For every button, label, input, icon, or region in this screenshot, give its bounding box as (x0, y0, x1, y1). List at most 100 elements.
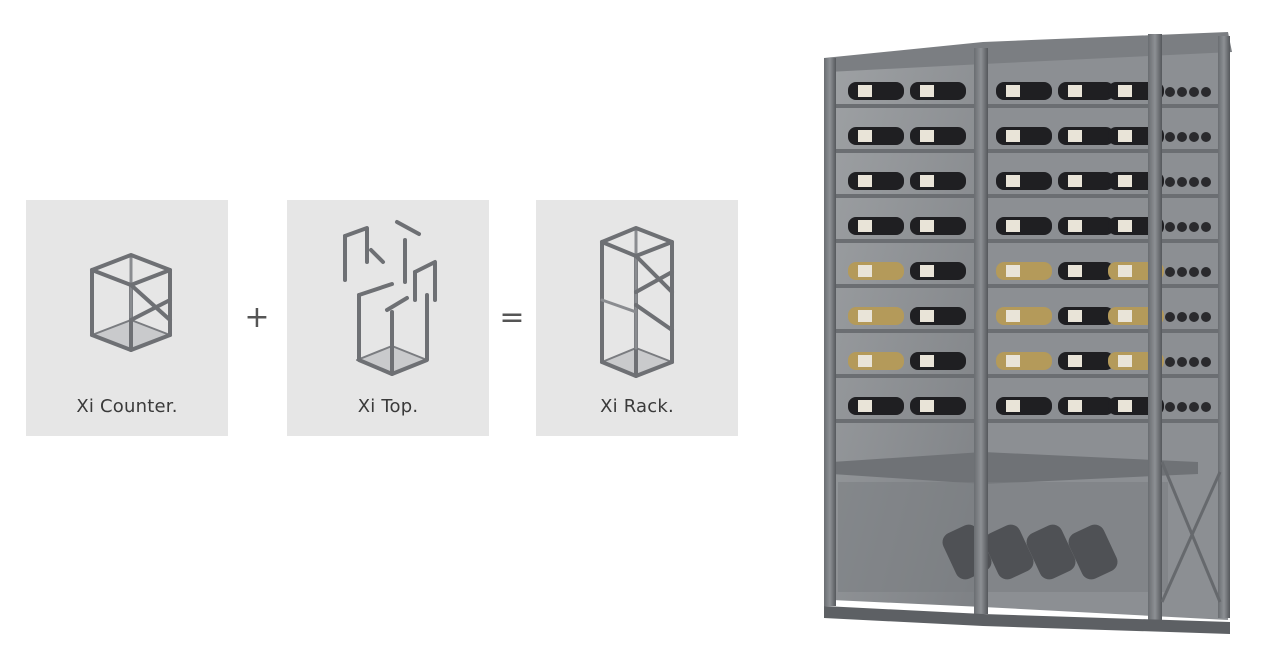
frame-post-middle (974, 48, 988, 614)
bottle-end (1201, 87, 1211, 97)
bottle-end (1177, 177, 1187, 187)
wine-bottle (996, 82, 1052, 100)
wine-bottle (848, 397, 904, 415)
xi-counter-label: Xi Counter. (76, 396, 178, 417)
bottle-label (858, 130, 872, 142)
frame-post-left (824, 58, 836, 606)
bottle-label (1068, 175, 1082, 187)
wine-bottle (1058, 172, 1114, 190)
xi-top-label: Xi Top. (357, 396, 419, 417)
bottle-end (1177, 132, 1187, 142)
bottle-end (1177, 222, 1187, 232)
wine-bottle (1058, 307, 1114, 325)
bottle-label (920, 355, 934, 367)
bottle-end (1177, 402, 1187, 412)
bottle-label (920, 265, 934, 277)
bottle-end (1177, 87, 1187, 97)
bottle-label (1068, 265, 1082, 277)
wine-bottle (1058, 127, 1114, 145)
wine-bottle (910, 262, 966, 280)
bottle-label (1006, 265, 1020, 277)
wine-bottle (910, 172, 966, 190)
wine-bottle (910, 127, 966, 145)
bottle-end (1201, 312, 1211, 322)
bottle-end (1189, 87, 1199, 97)
bottle-end (1201, 267, 1211, 277)
shelf-bar (836, 104, 1221, 108)
bottle-label (1068, 85, 1082, 97)
bottle-label (1118, 400, 1132, 412)
bottle-label (1006, 400, 1020, 412)
wine-bottle (996, 217, 1052, 235)
shelf-bar (836, 149, 1221, 153)
bottle-end (1189, 132, 1199, 142)
wine-bottle (848, 217, 904, 235)
bottle-end (1189, 402, 1199, 412)
bottle-label (1118, 355, 1132, 367)
bottle-label (1118, 130, 1132, 142)
shelf-bar (836, 239, 1221, 243)
wine-bottle (848, 82, 904, 100)
bottle-end (1177, 267, 1187, 277)
bottle-end (1201, 402, 1211, 412)
bottle-label (1118, 220, 1132, 232)
bottle-end (1201, 357, 1211, 367)
shelf-bar (836, 194, 1221, 198)
wine-bottle (996, 352, 1052, 370)
frame-post-right (1218, 36, 1230, 618)
bottle-end (1165, 312, 1175, 322)
shelf-bar (836, 419, 1221, 423)
wine-bottle (996, 307, 1052, 325)
bottle-end (1189, 177, 1199, 187)
bottle-end (1201, 177, 1211, 187)
wine-bottle (848, 127, 904, 145)
bottle-label (1006, 175, 1020, 187)
bottle-label (1068, 400, 1082, 412)
wine-bottle (848, 307, 904, 325)
exploded-frame-icon (343, 220, 437, 376)
wine-bottle (1058, 262, 1114, 280)
bottle-end (1165, 402, 1175, 412)
bottle-label (858, 85, 872, 97)
bottle-end (1177, 312, 1187, 322)
bottle-label (1118, 310, 1132, 322)
wine-rack-illustration (824, 32, 1232, 634)
wine-bottle (1058, 217, 1114, 235)
wine-bottle (910, 307, 966, 325)
bottle-label (1068, 130, 1082, 142)
bottle-end (1189, 267, 1199, 277)
wine-bottle (848, 352, 904, 370)
bottle-label (1068, 310, 1082, 322)
wine-bottle (1058, 82, 1114, 100)
xi-rack-card: Xi Rack. (536, 200, 738, 436)
bottle-label (858, 265, 872, 277)
shelf-bar (836, 284, 1221, 288)
equals-sign: = (499, 300, 525, 335)
wine-bottle (910, 82, 966, 100)
tall-frame-icon (600, 226, 674, 378)
bottle-label (920, 175, 934, 187)
bottle-label (1006, 85, 1020, 97)
bottle-end (1165, 357, 1175, 367)
xi-rack-label: Xi Rack. (600, 396, 674, 417)
bottle-label (920, 400, 934, 412)
shelf-bar (836, 374, 1221, 378)
bottle-label (920, 220, 934, 232)
wine-bottle (1058, 397, 1114, 415)
bottle-end (1189, 222, 1199, 232)
bottle-label (858, 175, 872, 187)
wine-bottle (996, 172, 1052, 190)
bottle-label (1118, 85, 1132, 97)
bottle-label (1068, 220, 1082, 232)
bottle-label (920, 130, 934, 142)
bottle-label (1118, 175, 1132, 187)
xi-top-card: Xi Top. (287, 200, 489, 436)
bottle-end (1165, 177, 1175, 187)
bottle-label (858, 400, 872, 412)
wine-bottle (996, 262, 1052, 280)
bottle-label (1118, 265, 1132, 277)
bottle-end (1177, 357, 1187, 367)
bottle-end (1165, 132, 1175, 142)
wine-bottle (996, 397, 1052, 415)
bottle-end (1201, 132, 1211, 142)
